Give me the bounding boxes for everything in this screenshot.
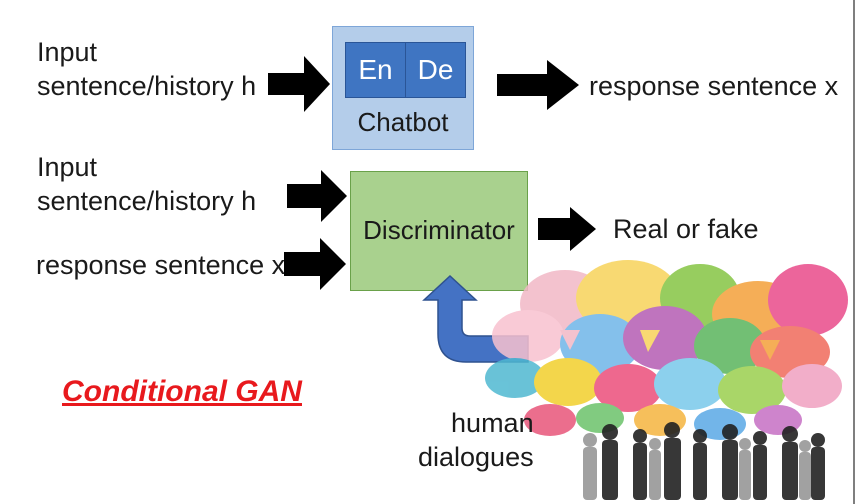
response-to-discriminator-arrow [284, 238, 346, 290]
encoder-box: En [345, 42, 406, 98]
slide-border [853, 0, 855, 504]
conditional-gan-caption: Conditional GAN [62, 375, 302, 408]
human-dialogues-label: human dialogues [418, 408, 534, 472]
history-to-discriminator-arrow [287, 170, 347, 222]
discriminator-to-output-arrow [538, 207, 596, 251]
discriminator-input-label: Input sentence/history h [37, 152, 257, 216]
discriminator-box: Discriminator [350, 171, 528, 291]
chatbot-to-response-arrow [497, 60, 579, 110]
decoder-box: De [405, 42, 466, 98]
discriminator-output-label: Real or fake [613, 214, 759, 244]
chatbot-box: En De Chatbot [332, 26, 474, 150]
input-to-chatbot-arrow [268, 56, 330, 112]
chatbot-output-label: response sentence x [589, 71, 839, 101]
response-input-label: response sentence x [36, 250, 286, 280]
chatbot-label: Chatbot [357, 107, 449, 137]
chatbot-input-label: Input sentence/history h [37, 37, 257, 101]
